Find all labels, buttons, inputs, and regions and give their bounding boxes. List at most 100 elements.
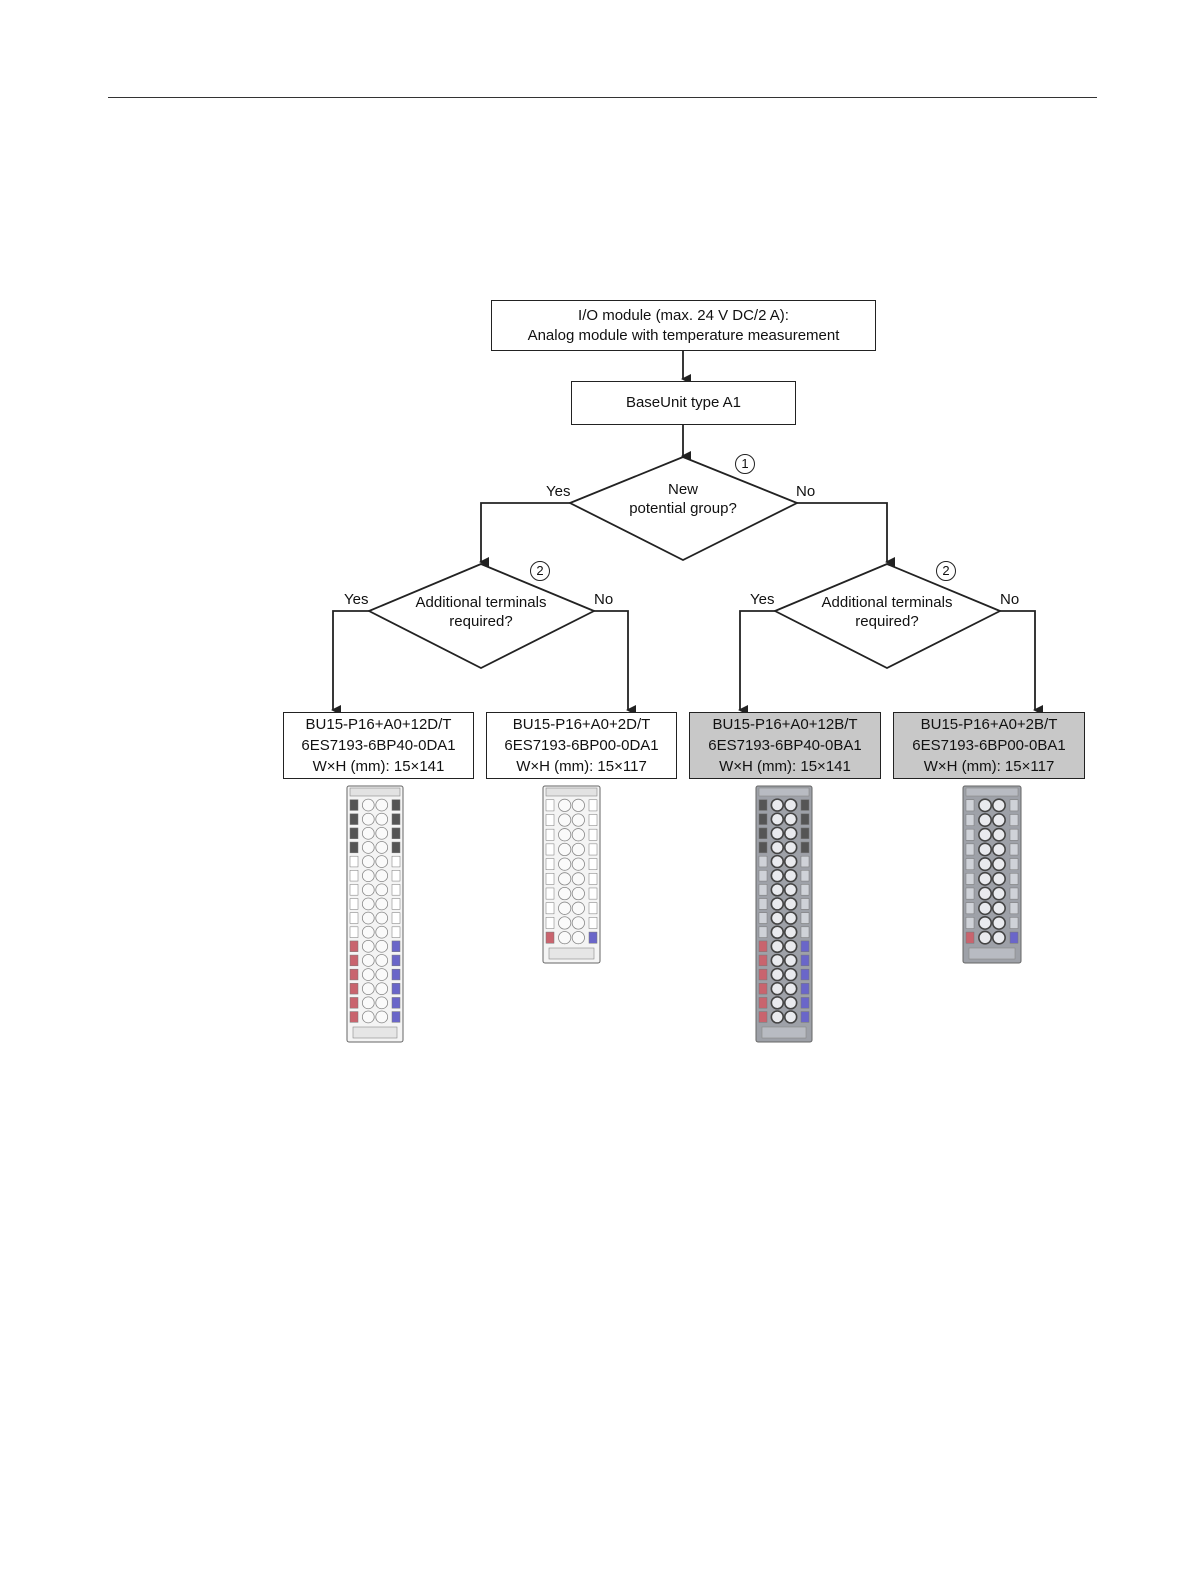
- terminal-tab-right: [1009, 828, 1019, 841]
- terminal-tab-left: [545, 887, 555, 900]
- left-yes-label: Yes: [344, 591, 369, 608]
- terminal-hole: [978, 886, 993, 901]
- terminal-tab-left: [545, 814, 555, 826]
- module-bottom-latch: [968, 947, 1016, 960]
- terminal-hole: [558, 886, 572, 901]
- terminal-hole: [978, 901, 993, 916]
- decision-right-line2: required?: [855, 613, 919, 630]
- terminal-hole: [558, 842, 572, 857]
- edge-right-yes: [738, 610, 775, 715]
- terminal-tab-right: [1009, 917, 1019, 929]
- edge-main-no: [797, 502, 895, 567]
- terminal-hole: [770, 883, 785, 897]
- decision-main-diamond: [567, 456, 800, 562]
- terminal-tab-left: [349, 827, 359, 839]
- terminal-tab-left: [349, 884, 359, 896]
- io-module-line2: Analog module with temperature measureme…: [527, 326, 840, 344]
- terminal-hole: [783, 826, 798, 841]
- terminal-hole: [375, 841, 389, 854]
- terminal-hole: [361, 968, 375, 981]
- edge-right-no: [1000, 610, 1043, 715]
- edge-main-yes: [479, 502, 570, 567]
- unit-name: BU15-P16+A0+2D/T: [512, 716, 651, 733]
- terminal-tab-left: [349, 968, 359, 981]
- terminal-tab-right: [588, 887, 598, 900]
- terminal-hole: [783, 911, 798, 925]
- terminal-hole: [783, 854, 798, 869]
- terminal-tab-right: [391, 799, 401, 811]
- terminal-tab-left: [758, 841, 768, 854]
- terminal-tab-left: [965, 843, 975, 856]
- terminal-hole: [571, 813, 585, 827]
- decision-left-line1: Additional terminals: [415, 594, 547, 611]
- terminal-tab-left: [545, 828, 555, 841]
- terminal-tab-left: [758, 898, 768, 910]
- terminal-tab-left: [349, 940, 359, 952]
- terminal-tab-left: [965, 887, 975, 900]
- module-body: [755, 785, 813, 1043]
- terminal-hole: [375, 883, 389, 897]
- terminal-hole: [770, 953, 785, 968]
- terminal-hole: [991, 901, 1006, 916]
- terminal-tab-right: [800, 855, 810, 868]
- unit-name: BU15-P16+A0+12B/T: [712, 716, 858, 733]
- terminal-tab-right: [800, 827, 810, 839]
- module-body: [542, 785, 601, 964]
- baseunit-label: BaseUnit type A1: [625, 394, 742, 411]
- terminal-hole: [361, 869, 375, 883]
- unit-dimensions: W×H (mm): 15×141: [719, 758, 851, 775]
- terminal-tab-right: [800, 898, 810, 910]
- terminal-hole: [978, 915, 993, 930]
- module-body: [962, 785, 1022, 964]
- decision-right-diamond: [772, 563, 1003, 670]
- terminal-tab-left: [758, 912, 768, 924]
- terminal-tab-left: [758, 983, 768, 995]
- decision-left-diamond: [366, 563, 597, 670]
- module-top-clip: [545, 787, 598, 797]
- terminal-hole: [783, 981, 798, 996]
- terminal-tab-left: [758, 997, 768, 1009]
- decision-right-line1: Additional terminals: [821, 594, 953, 611]
- terminal-hole: [783, 868, 798, 883]
- terminal-tab-right: [1009, 873, 1019, 885]
- terminal-hole: [361, 841, 375, 854]
- unit-dimensions: W×H (mm): 15×117: [516, 758, 647, 775]
- terminal-hole: [375, 954, 389, 967]
- terminal-hole: [783, 953, 798, 968]
- terminal-tab-left: [758, 813, 768, 825]
- terminal-tab-left: [965, 828, 975, 841]
- terminal-tab-left: [545, 873, 555, 885]
- terminal-hole: [770, 798, 785, 812]
- terminal-tab-right: [391, 898, 401, 910]
- decision-main-marker: 1: [735, 454, 755, 474]
- module-top-clip: [965, 787, 1019, 797]
- terminal-hole: [375, 911, 389, 925]
- module-body: [346, 785, 404, 1043]
- terminal-tab-left: [349, 954, 359, 967]
- terminal-hole: [361, 897, 375, 911]
- terminal-tab-right: [800, 813, 810, 825]
- terminal-tab-left: [349, 855, 359, 868]
- terminal-hole: [361, 925, 375, 939]
- terminal-hole: [375, 897, 389, 911]
- terminal-tab-right: [391, 884, 401, 896]
- terminal-hole: [375, 968, 389, 981]
- terminal-tab-right: [800, 983, 810, 995]
- decision-left-line2: required?: [449, 613, 513, 630]
- terminal-tab-left: [965, 917, 975, 929]
- terminal-hole: [783, 883, 798, 897]
- terminal-tab-left: [758, 855, 768, 868]
- terminal-tab-left: [349, 926, 359, 938]
- terminal-tab-left: [349, 813, 359, 825]
- terminal-hole: [571, 886, 585, 901]
- terminal-tab-right: [588, 799, 598, 812]
- unit-order-number: 6ES7193-6BP00-0BA1: [912, 737, 1066, 754]
- unit-name: BU15-P16+A0+12D/T: [305, 716, 452, 733]
- terminal-hole: [991, 798, 1006, 813]
- terminal-hole: [558, 798, 572, 812]
- terminal-tab-left: [349, 997, 359, 1009]
- terminal-hole: [783, 840, 798, 855]
- terminal-tab-left: [758, 827, 768, 839]
- decision-left-text: Additional terminals required?: [391, 593, 571, 631]
- terminal-hole: [783, 939, 798, 954]
